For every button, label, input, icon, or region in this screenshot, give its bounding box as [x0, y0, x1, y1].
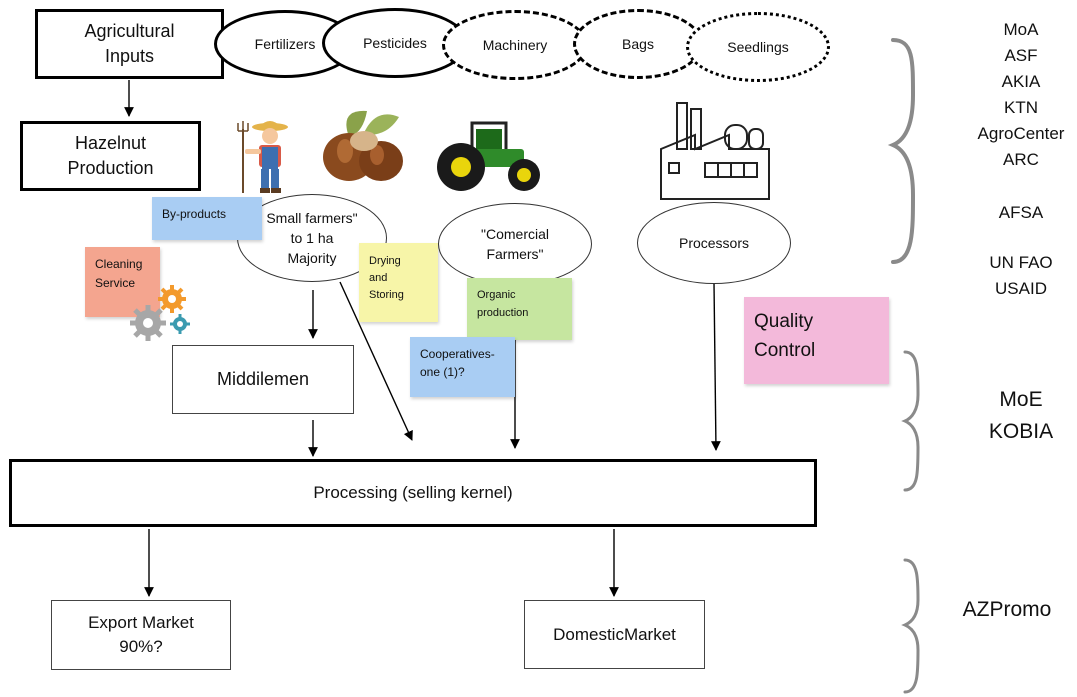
note-quality-control-label: Quality Control: [754, 311, 816, 361]
stakeholders-afsa: AFSA: [998, 203, 1044, 222]
note-cleaning-service-label: Cleaning Service: [95, 257, 143, 290]
domestic-market-label: DomesticMarket: [553, 624, 676, 644]
note-cooperatives-label: Cooperatives- one (1)?: [420, 347, 495, 379]
note-cooperatives: Cooperatives- one (1)?: [410, 337, 515, 397]
input-fertilizers: Fertilizers: [214, 10, 356, 78]
note-by-products: By-products: [152, 197, 262, 240]
processors-ellipse: Processors: [637, 202, 791, 284]
stakeholders-donors: UN FAO USAID: [989, 253, 1053, 298]
farmer-icon: [237, 121, 288, 193]
hazelnut-production-box: Hazelnut Production: [20, 121, 201, 191]
arrow-smallfarmers-to-processing: [339, 281, 413, 441]
input-bags-label: Bags: [622, 36, 654, 52]
brace-market-icon: [901, 558, 920, 694]
commercial-farmers-ellipse: "Comercial Farmers": [438, 203, 592, 285]
input-pesticides-label: Pesticides: [363, 35, 427, 51]
note-organic-production: Organic production: [467, 278, 572, 340]
export-market-box: Export Market 90%?: [51, 600, 231, 670]
brace-production-icon: [887, 38, 916, 264]
input-machinery: Machinery: [442, 10, 588, 80]
input-seedlings-label: Seedlings: [727, 39, 789, 55]
input-fertilizers-label: Fertilizers: [254, 36, 316, 52]
brace-processing-icon: [901, 350, 920, 492]
middlemen-label: Middilemen: [216, 369, 310, 389]
middlemen-box: Middilemen: [172, 345, 354, 414]
stakeholders-market: AZPromo: [962, 598, 1052, 621]
agricultural-inputs-box: Agricultural Inputs: [35, 9, 224, 79]
hazelnuts-icon: [323, 110, 403, 181]
input-machinery-label: Machinery: [482, 37, 548, 53]
small-farmers-label: Small farmers" to 1 ha Majority: [266, 210, 358, 266]
hazelnut-production-label: Hazelnut Production: [67, 133, 154, 178]
input-seedlings: Seedlings: [686, 12, 830, 82]
tractor-icon: [437, 121, 540, 191]
processors-label: Processors: [678, 235, 750, 251]
export-market-label: Export Market 90%?: [88, 613, 194, 656]
note-quality-control: Quality Control: [744, 297, 889, 384]
factory-icon: [660, 102, 770, 200]
stakeholders-production: MoA ASF AKIA KTN AgroCenter ARC: [977, 20, 1065, 169]
stakeholders-processing: MoE KOBIA: [988, 388, 1054, 443]
domestic-market-box: DomesticMarket: [524, 600, 705, 669]
arrow-processors-to-processing: [710, 282, 721, 451]
input-bags: Bags: [573, 9, 703, 79]
note-drying-storing: Drying and Storing: [359, 243, 438, 322]
gears-icon: [130, 285, 190, 341]
processing-label: Processing (selling kernel): [313, 483, 513, 502]
note-by-products-label: By-products: [162, 207, 227, 221]
note-organic-production-label: Organic production: [477, 289, 529, 319]
processing-box: Processing (selling kernel): [9, 459, 817, 527]
agricultural-inputs-label: Agricultural Inputs: [84, 21, 175, 66]
note-drying-storing-label: Drying and Storing: [369, 255, 404, 301]
commercial-farmers-label: "Comercial Farmers": [481, 226, 549, 262]
